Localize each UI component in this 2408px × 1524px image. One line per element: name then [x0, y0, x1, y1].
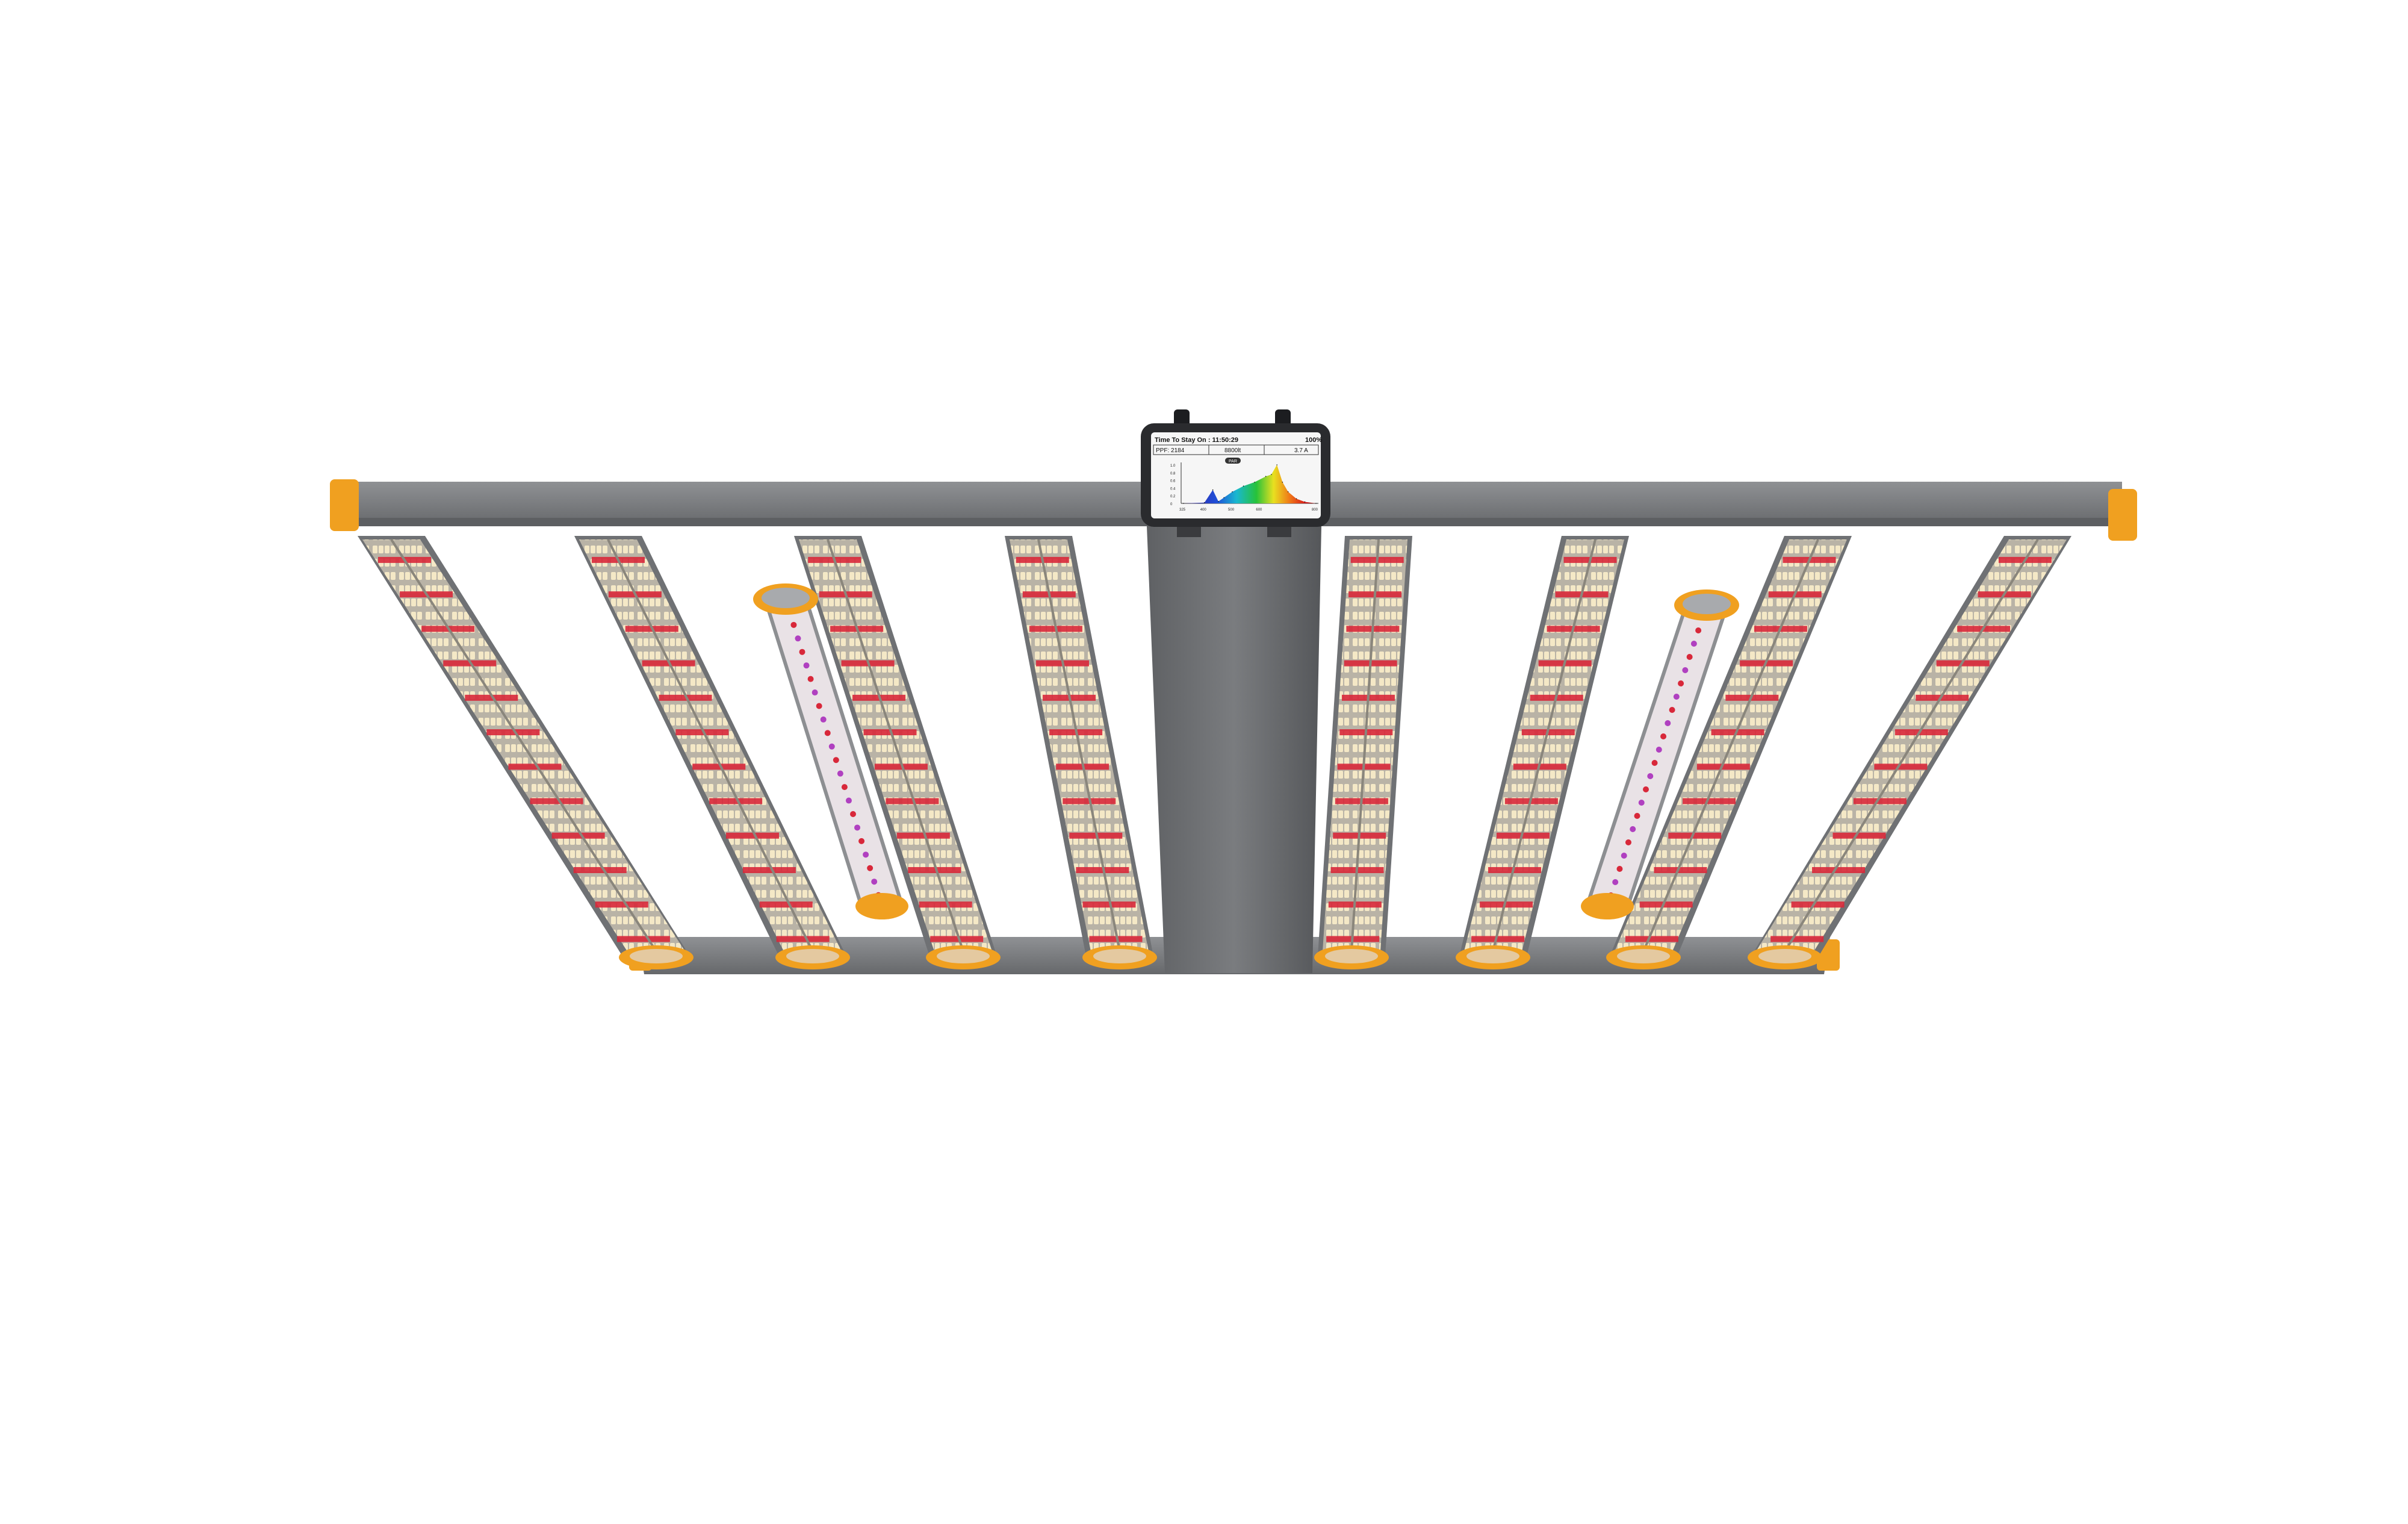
spectrum-point — [1271, 474, 1272, 475]
led-bar-7 — [1606, 536, 1852, 969]
x-tick-label: 500 — [1228, 508, 1235, 512]
center-spine — [1147, 524, 1321, 973]
display-current: 3.7 A — [1294, 447, 1308, 454]
spectrum-point — [1315, 503, 1317, 504]
chart-badge: PAR — [1229, 459, 1237, 464]
knob-left — [1174, 409, 1190, 428]
spectrum-point — [1282, 482, 1283, 483]
y-tick-label: 0 — [1170, 503, 1173, 506]
spectrum-point — [1287, 491, 1289, 493]
y-tick-label: 0.8 — [1170, 472, 1176, 476]
spectrum-point — [1265, 476, 1267, 477]
spectrum-point — [1243, 485, 1244, 487]
x-tick-label: 400 — [1200, 508, 1207, 512]
uv-bottom-cap — [1581, 893, 1634, 919]
spectrum-point — [1296, 498, 1297, 500]
end-cap-left — [330, 479, 359, 531]
supplemental-bars — [753, 583, 1739, 919]
spectrum-point — [1254, 482, 1255, 483]
x-tick-label: 800 — [1312, 508, 1318, 512]
display-title: Time To Stay On : 11:50:29 — [1155, 437, 1238, 444]
led-bar-1 — [358, 536, 694, 969]
uv-bar-2 — [1581, 589, 1739, 919]
display-ppf: PPF: 2184 — [1156, 447, 1185, 454]
display-percent: 100% — [1305, 437, 1322, 444]
x-tick-label: 325 — [1179, 508, 1186, 512]
spectrum-chart — [1183, 464, 1317, 504]
display-cct: 8800lt — [1224, 447, 1241, 454]
led-bar-3 — [794, 536, 1001, 969]
spectrum-point — [1223, 497, 1224, 499]
led-bar-8 — [1748, 536, 2071, 969]
controller: Time To Stay On : 11:50:29 100% PPF: 218… — [1141, 409, 1330, 527]
y-tick-label: 0.6 — [1170, 480, 1176, 484]
spectrum-point — [1304, 501, 1306, 503]
led-bar-5 — [1314, 536, 1412, 969]
uv-bottom-cap — [855, 893, 908, 919]
y-tick-label: 0.2 — [1170, 495, 1176, 499]
x-tick-label: 600 — [1256, 508, 1262, 512]
knob-right — [1275, 409, 1291, 428]
uv-bar-1 — [753, 583, 908, 919]
y-tick-label: 1.0 — [1170, 464, 1176, 468]
spectrum-point — [1218, 501, 1219, 502]
y-axis-ticks: 1.0 0.8 0.6 0.4 0.2 0 — [1170, 464, 1176, 506]
y-tick-label: 0.4 — [1170, 487, 1176, 491]
spectrum-area — [1184, 465, 1316, 503]
led-bar-2 — [574, 536, 850, 969]
x-axis-ticks: 325 400 500 600 800 — [1179, 508, 1318, 512]
spectrum-point — [1232, 491, 1233, 493]
spectrum-point — [1203, 502, 1205, 503]
led-bars — [358, 536, 2071, 969]
spectrum-point — [1212, 489, 1214, 491]
spectrum-point — [1183, 503, 1184, 504]
led-bar-6 — [1456, 536, 1629, 969]
end-cap-right — [2108, 489, 2137, 541]
led-bar-4 — [1005, 536, 1157, 969]
spectrum-point — [1276, 464, 1277, 465]
